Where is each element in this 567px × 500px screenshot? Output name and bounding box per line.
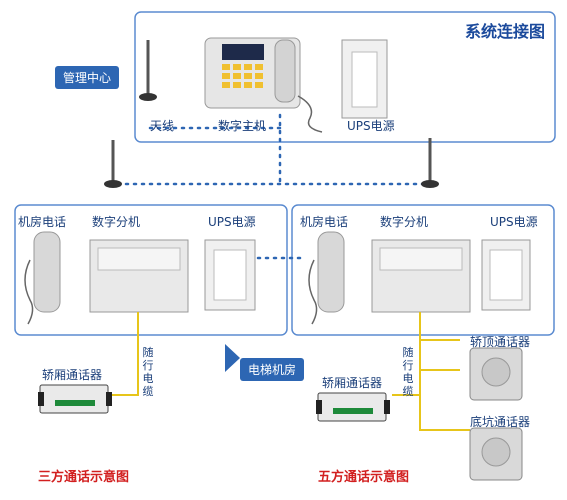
- left-ups: [204, 239, 256, 311]
- right-cable-label: 随行电缆: [402, 346, 414, 398]
- right-caption: 五方通话示意图: [318, 470, 410, 485]
- diagram-title: 系统连接图: [465, 22, 546, 41]
- left-machine-phone: [24, 231, 61, 325]
- left-ups-label: UPS电源: [208, 215, 256, 229]
- right-car-top-intercom-label: 轿顶通话器: [470, 335, 531, 349]
- mgmt-center-badge: 管理中心: [55, 66, 120, 89]
- top-box: [134, 11, 556, 143]
- left-cable-label: 随行电缆: [142, 346, 154, 398]
- left-machine-phone-label: 机房电话: [18, 215, 67, 229]
- elevator-room-badge: 电梯机房: [240, 358, 305, 381]
- left-sub-machine: [89, 239, 189, 313]
- right-machine-phone-label: 机房电话: [300, 215, 349, 229]
- left-car-intercom-label: 轿厢通话器: [42, 368, 103, 382]
- elevator-room-arrow: [225, 344, 240, 372]
- left-car-intercom-device: [38, 384, 112, 414]
- antenna-right: [421, 138, 439, 188]
- ups-top-device: [341, 39, 388, 119]
- antenna-left: [104, 140, 122, 188]
- right-box: [291, 204, 555, 336]
- right-car-intercom-device: [316, 392, 390, 422]
- right-sub-machine-label: 数字分机: [380, 215, 429, 229]
- top-host-label: 数字主机: [218, 119, 267, 133]
- right-car-intercom-label: 轿厢通话器: [322, 376, 383, 390]
- left-sub-machine-label: 数字分机: [92, 215, 141, 229]
- left-caption: 三方通话示意图: [38, 470, 130, 485]
- digital-host-device: [204, 37, 323, 133]
- car-top-intercom-device: [469, 347, 523, 401]
- right-ups: [481, 239, 531, 311]
- right-pit-intercom-label: 底坑通话器: [470, 415, 531, 429]
- right-ups-label: UPS电源: [490, 215, 538, 229]
- cables: [100, 312, 470, 431]
- top-antenna-label: 天线: [150, 119, 175, 133]
- right-sub-machine: [371, 239, 471, 313]
- left-box: [14, 204, 288, 336]
- pit-intercom-device: [469, 427, 523, 481]
- antenna-top: [139, 40, 157, 101]
- top-ups-label: UPS电源: [347, 119, 395, 133]
- right-machine-phone: [308, 231, 345, 325]
- radio-link-lines: [108, 113, 440, 260]
